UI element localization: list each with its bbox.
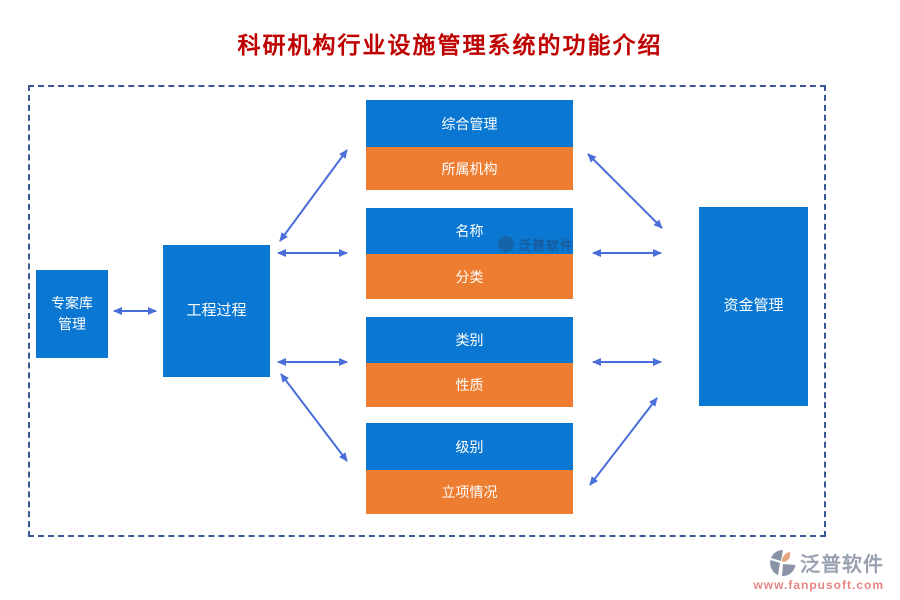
pair-top-label: 名称 <box>366 208 573 254</box>
footer-brand: 泛普软件 www.fanpusoft.com <box>734 548 884 592</box>
watermark-logo-icon <box>498 236 514 252</box>
pair-bottom-label: 性质 <box>366 363 573 407</box>
center-watermark: 泛普软件 <box>498 231 608 257</box>
node-pair-category: 类别 性质 <box>366 317 573 407</box>
pair-top-label: 综合管理 <box>366 100 573 147</box>
page-title: 科研机构行业设施管理系统的功能介绍 <box>237 32 663 58</box>
pair-top-label: 类别 <box>366 317 573 363</box>
pair-bottom-label: 立项情况 <box>366 470 573 514</box>
brand-url: www.fanpusoft.com <box>753 578 884 592</box>
node-pair-name: 名称 分类 <box>366 208 573 299</box>
pair-bottom-label: 所属机构 <box>366 147 573 190</box>
pair-bottom-label: 分类 <box>366 254 573 299</box>
node-project-library: 专案库 管理 <box>36 270 108 358</box>
node-funds-management: 资金管理 <box>699 207 808 406</box>
watermark-text: 泛普软件 <box>518 237 575 253</box>
node-engineering-process: 工程过程 <box>163 245 270 377</box>
dashed-boundary <box>28 85 826 537</box>
brand-name: 泛普软件 <box>800 554 884 576</box>
pair-top-label: 级别 <box>366 423 573 470</box>
fanpu-logo-icon <box>770 549 796 576</box>
node-pair-level: 级别 立项情况 <box>366 423 573 514</box>
node-pair-comprehensive: 综合管理 所属机构 <box>366 100 573 190</box>
